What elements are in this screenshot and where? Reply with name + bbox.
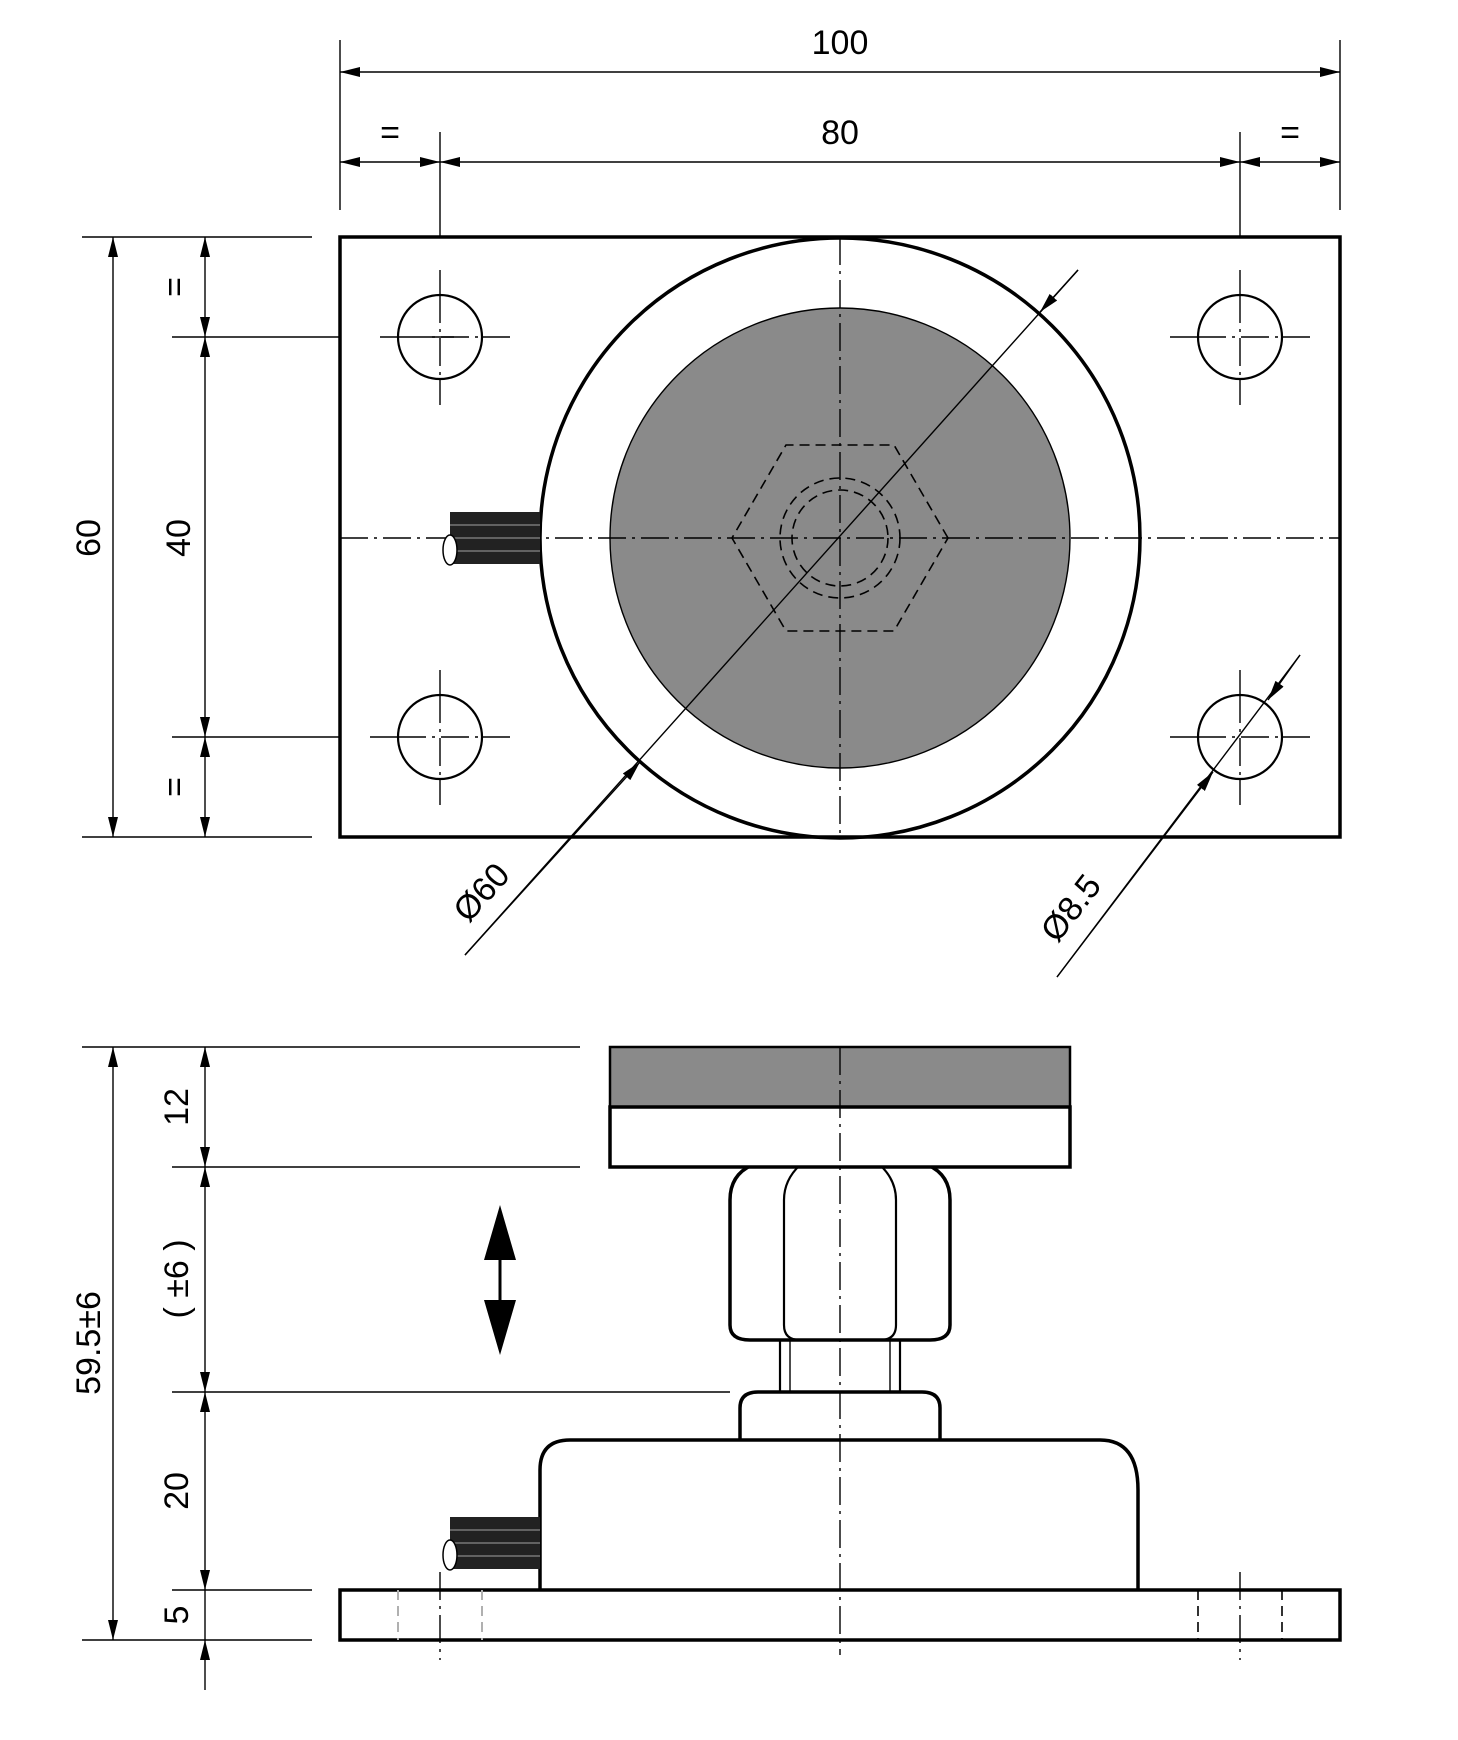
dim-label-5: 5 [158, 1606, 196, 1625]
cable-side-view [442, 1517, 540, 1571]
cable-top-view [442, 512, 540, 566]
side-view: 59.5±6 12 ( ±6 ) 20 5 [70, 1045, 1342, 1690]
mounting-hole-top-right [1170, 270, 1310, 405]
mounting-hole-top-left [380, 270, 510, 405]
leader-diameter-60 [464, 269, 1079, 956]
dim-label-40: 40 [160, 519, 198, 557]
dim-label-60: 60 [70, 519, 108, 557]
dim-label-80: 80 [821, 114, 859, 152]
side-hex-nut [728, 1163, 952, 1342]
top-view: 100 80 = = 60 40 = = Ø60 Ø8. [70, 24, 1342, 978]
dim-label-20: 20 [158, 1472, 196, 1510]
dim-label-100: 100 [812, 24, 869, 62]
dim-label-equal-upper: = [156, 277, 194, 297]
leader-arrow-60-high [1039, 269, 1079, 313]
leader-arrow-8-5-low [1056, 771, 1214, 978]
leader-arrow-60-low [464, 761, 641, 956]
mounting-hole-bottom-left [370, 670, 510, 805]
side-hex-nut-face-left [782, 1164, 801, 1342]
dim-label-diameter-8-5: Ø8.5 [1034, 867, 1109, 948]
dim-label-equal-lower: = [156, 777, 194, 797]
dim-label-equal-top-right: = [1280, 114, 1300, 152]
dim-label-diameter-60: Ø60 [446, 856, 517, 929]
dim-label-adjust: ( ±6 ) [158, 1239, 196, 1318]
leader-arrow-8-5-high [1267, 654, 1301, 701]
side-hex-nut-face-right [879, 1164, 898, 1342]
mounting-hole-bottom-right [1170, 670, 1310, 805]
adjustment-arrow-icon [484, 1205, 516, 1355]
dim-label-12: 12 [158, 1088, 196, 1126]
dim-label-equal-top-left: = [380, 114, 400, 152]
side-body-outline [538, 1438, 1140, 1590]
dim-label-total-height: 59.5±6 [70, 1291, 108, 1395]
